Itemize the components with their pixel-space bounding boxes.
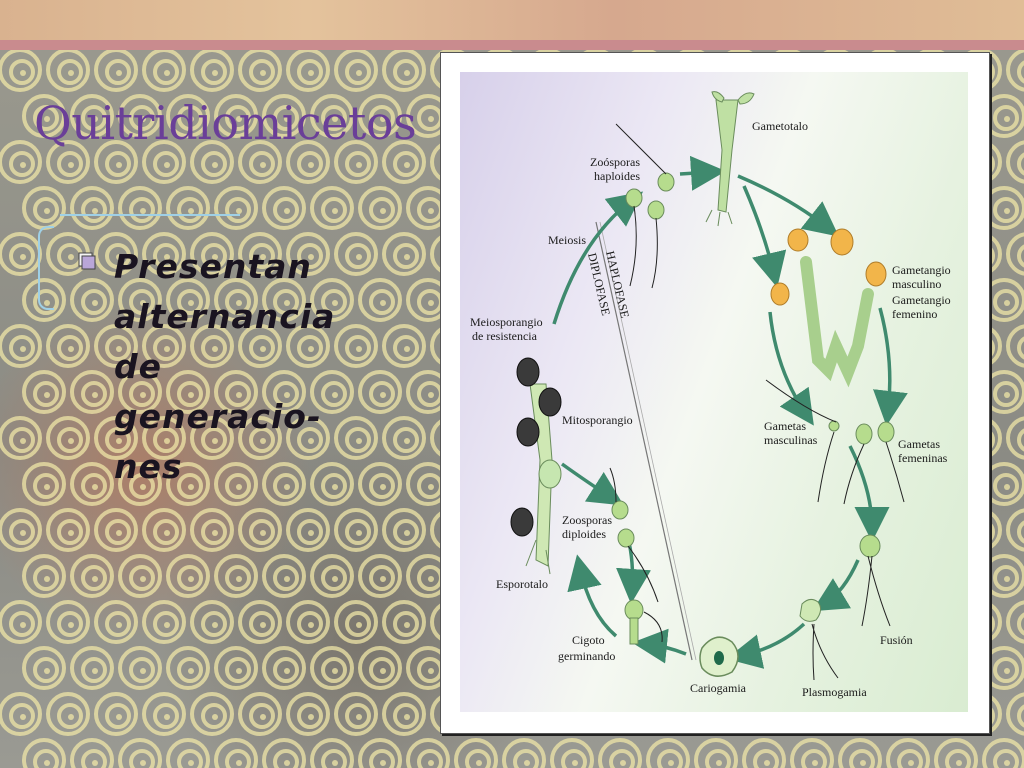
gametangios-illustration xyxy=(770,228,887,388)
esporotalo-illustration xyxy=(510,357,562,575)
plasmogamia-illustration xyxy=(799,598,839,681)
zoosporas-haploides-illustration xyxy=(615,123,675,289)
bullet-line: Presentan xyxy=(114,247,312,286)
arrow-to-plasmogamia xyxy=(811,559,860,612)
label-cariogamia: Cariogamia xyxy=(690,681,747,695)
bullet-line: nes xyxy=(114,447,183,486)
label-zoosporas-diploides: Zoosporas xyxy=(562,513,612,527)
phase-divider-line xyxy=(599,221,697,661)
label-meiosporangio: Meiosporangio xyxy=(470,315,543,329)
meiosporangio xyxy=(516,417,540,447)
label-meiosporangio: de resistencia xyxy=(472,329,538,343)
arrow-to-esporotalo xyxy=(567,554,618,638)
bullet-text: Presentan alternancia de generacio- nes xyxy=(114,242,414,492)
gametotalo-illustration xyxy=(705,91,755,227)
label-zoosporas-haploides: Zoósporas xyxy=(590,155,640,169)
gametas-illustration xyxy=(765,379,905,505)
label-fusion: Fusión xyxy=(880,633,913,647)
meiosporangio xyxy=(538,387,562,417)
arrow-to-gametangio-fem xyxy=(737,174,839,237)
label-plasmogamia: Plasmogamia xyxy=(802,685,867,699)
label-zoosporas-diploides: diploides xyxy=(562,527,606,541)
label-meiosis: Meiosis xyxy=(548,233,586,247)
label-zoosporas-haploides: haploides xyxy=(594,169,640,183)
meiosporangio xyxy=(516,357,540,387)
slide-title: Quitridiomicetos xyxy=(34,96,417,150)
bullet-line: alternancia xyxy=(114,297,336,336)
arrow-to-fusion xyxy=(848,445,890,542)
arrow-to-zoosporas-diploides xyxy=(560,462,624,506)
label-esporotalo: Esporotalo xyxy=(496,577,548,591)
bullet-line: de xyxy=(114,347,163,386)
arrow-to-gametangio-masc xyxy=(742,185,787,288)
arrow-to-gametas-fem xyxy=(873,307,908,426)
bullet-bracket xyxy=(38,226,54,310)
bullet-icon xyxy=(78,252,96,270)
label-gametas-femeninas: femeninas xyxy=(898,451,948,465)
label-mitosporangio: Mitosporangio xyxy=(562,413,633,427)
label-gametangio-femenino: femenino xyxy=(892,307,937,321)
label-gametangio-masculino: masculino xyxy=(892,277,941,291)
zoosporas-diploides-illustration xyxy=(609,467,659,603)
label-gametotalo: Gametotalo xyxy=(752,119,808,133)
arrow-to-gametotalo xyxy=(679,155,726,191)
arrow-to-cigoto xyxy=(632,628,687,664)
label-cigoto-germinando: germinando xyxy=(558,649,615,663)
label-cigoto-germinando: Cigoto xyxy=(572,633,605,647)
label-gametangio-femenino: Gametangio xyxy=(892,293,951,307)
title-underline xyxy=(60,214,240,216)
top-band-strip xyxy=(0,40,1024,50)
label-gametangio-masculino: Gametangio xyxy=(892,263,951,277)
phase-divider-line xyxy=(595,221,693,661)
arrow-meiosis xyxy=(552,191,644,325)
arrow-to-cariogamia xyxy=(726,622,806,669)
label-gametas-femeninas: Gametas xyxy=(898,437,940,451)
cigoto-germinando-illustration xyxy=(624,599,663,645)
label-gametas-masculinas: Gametas xyxy=(764,419,806,433)
meiosporangio xyxy=(510,507,534,537)
arrow-to-gametas-masc xyxy=(768,311,814,426)
fusion-illustration xyxy=(859,534,891,627)
bullet-line: generacio- xyxy=(114,397,322,436)
mitosporangio xyxy=(538,459,562,489)
label-gametas-masculinas: masculinas xyxy=(764,433,818,447)
cariogamia-illustration xyxy=(699,636,739,677)
cycle-arrows xyxy=(552,155,908,669)
